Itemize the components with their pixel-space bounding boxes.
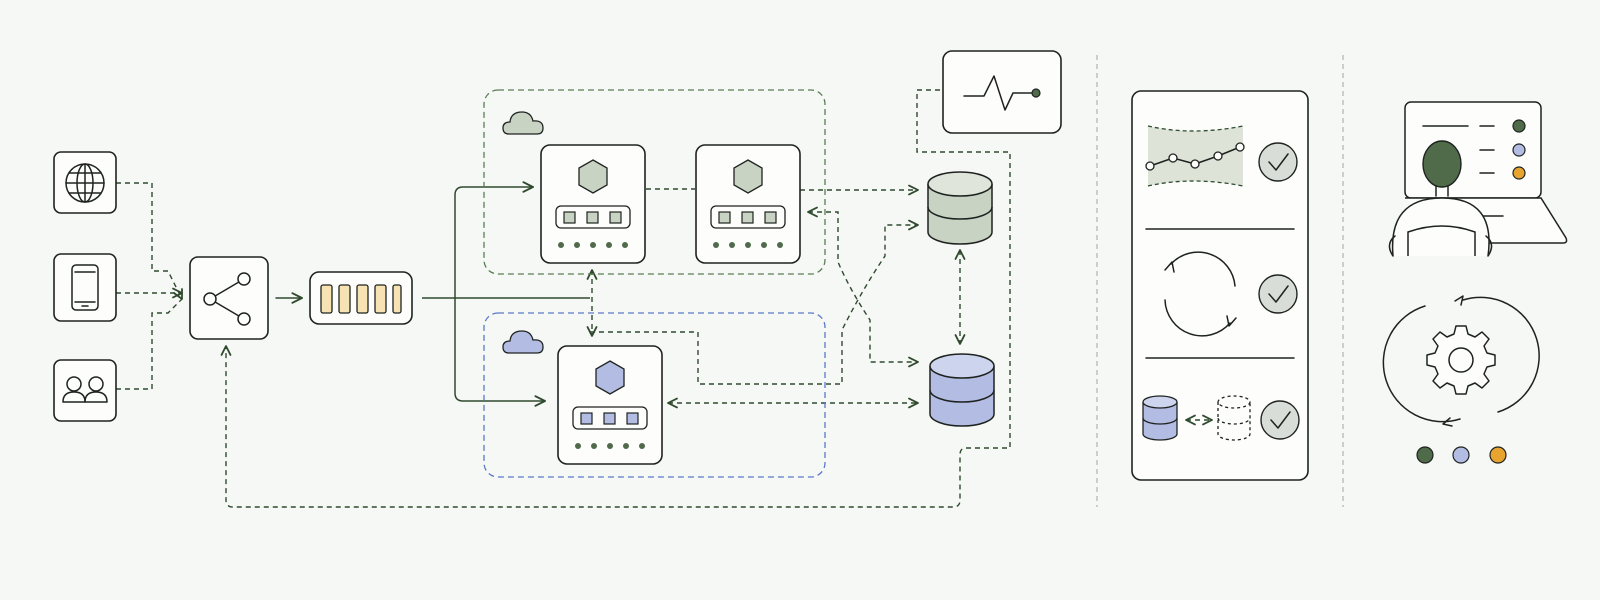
client-mobile[interactable]: [53, 253, 117, 322]
check-item-performance: [1145, 125, 1298, 187]
service-node-green-2[interactable]: [695, 144, 801, 264]
status-dot: [1512, 143, 1526, 157]
status-dot: [1512, 166, 1526, 180]
trend-line-icon: [1145, 125, 1245, 187]
check-item-replication: [1142, 395, 1300, 441]
service-node-green-1[interactable]: [540, 144, 646, 264]
operator-avatar-icon: [1388, 140, 1493, 257]
load-balancer[interactable]: [189, 256, 269, 340]
database-replication-icon: [1142, 395, 1251, 441]
check-icon: [1260, 400, 1300, 440]
availability-zone-green: [483, 89, 826, 275]
message-queue-icon: [320, 284, 402, 314]
database-primary[interactable]: [927, 171, 993, 245]
share-icon: [203, 272, 251, 326]
check-item-sync: [1164, 251, 1298, 337]
database-icon: [929, 366, 995, 427]
database-icon: [927, 184, 993, 245]
globe-icon: [65, 163, 105, 203]
status-dot: [1416, 446, 1434, 464]
check-icon: [1258, 142, 1298, 182]
operator-workstation: [1388, 101, 1568, 257]
refresh-cycle-icon: [1164, 251, 1237, 337]
connector-queue-zone2: [454, 297, 546, 407]
database-replica[interactable]: [929, 353, 995, 427]
client-web[interactable]: [53, 151, 117, 214]
settings-cycle-icon: [1382, 295, 1540, 427]
users-icon: [62, 376, 108, 403]
message-queue[interactable]: [309, 271, 413, 325]
status-dot: [1512, 119, 1526, 133]
heartbeat-monitor-icon: [963, 75, 1037, 111]
service-node-blue-1[interactable]: [557, 345, 663, 465]
connector-db1-node2: [807, 206, 919, 368]
hexagon-icon: [595, 360, 625, 395]
availability-zone-blue: [483, 312, 826, 478]
client-users[interactable]: [53, 359, 117, 422]
health-monitor[interactable]: [942, 50, 1062, 134]
check-icon: [1258, 274, 1298, 314]
status-dot: [1489, 446, 1507, 464]
status-dot: [1452, 446, 1470, 464]
health-checks-panel: [1131, 90, 1309, 481]
connector-queue-zone1: [454, 181, 534, 299]
cloud-icon: [502, 330, 544, 354]
connector-monitor-feedback: [220, 89, 1011, 508]
cloud-icon: [502, 111, 544, 135]
hexagon-icon: [733, 159, 763, 194]
legend-dots: [1416, 446, 1507, 464]
connector-users-router: [116, 298, 183, 390]
hexagon-icon: [578, 159, 608, 194]
connector-globe-router: [116, 182, 183, 300]
connectors: [116, 89, 1011, 508]
connector-node3-db1: [590, 219, 919, 385]
smartphone-icon: [71, 264, 99, 311]
